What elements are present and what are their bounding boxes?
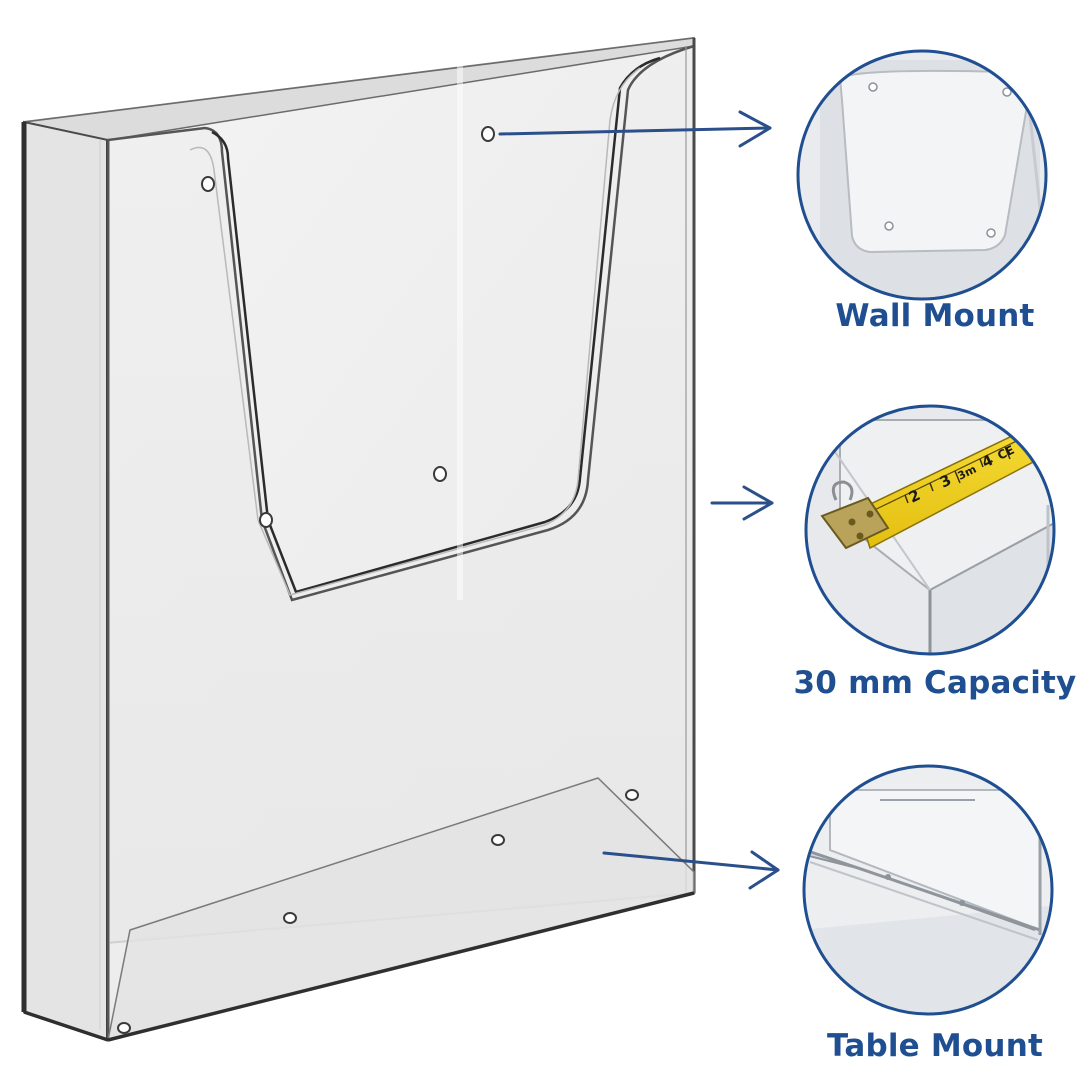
holder-inner-pocket [189,67,641,596]
capacity-label: 30 mm Capacity [793,665,1077,701]
brochure-holder [21,36,696,1042]
holder-left-side [23,120,109,1042]
capacity-detail: 2 3 3m 4 CE 5 [804,404,1056,656]
arrow-wall-mount [498,126,772,136]
mounting-holes [117,126,639,1034]
table-mount-label: Table Mount [826,1028,1043,1064]
wall-panel [838,69,1030,254]
wall-mount-detail [796,49,1048,301]
tape-mark-ce: CE [995,443,1016,463]
wall-mount-label: Wall Mount [835,298,1035,334]
pointer-arrows [498,110,780,890]
arrow-table-mount [602,851,780,872]
table-mount-detail [802,764,1054,1016]
